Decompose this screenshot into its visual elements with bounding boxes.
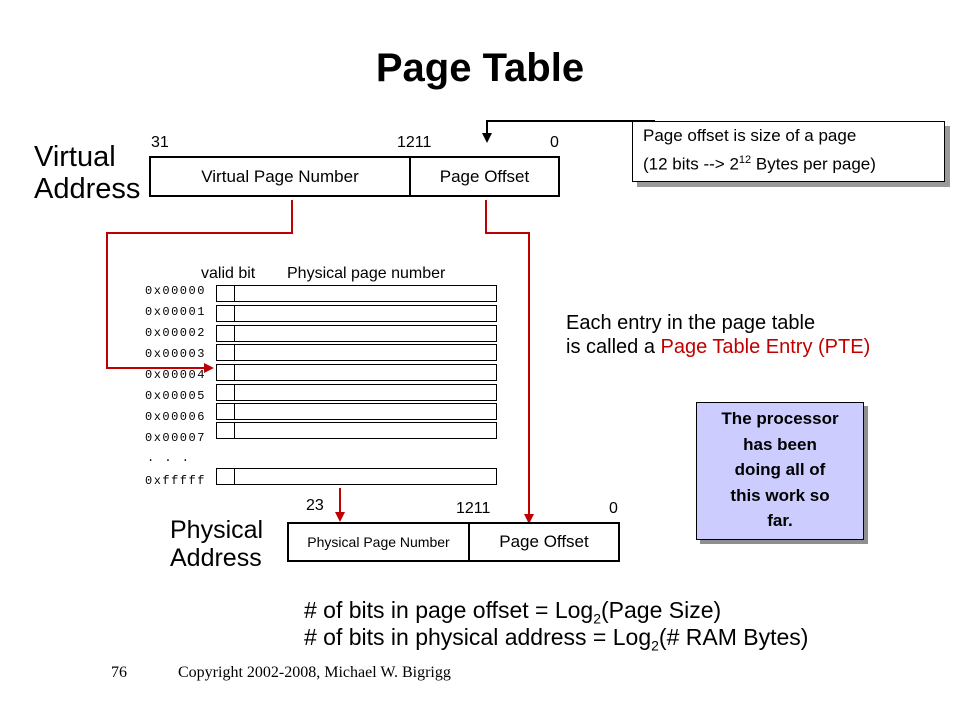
- formula1-prefix: # of bits in page offset = Log: [304, 597, 594, 623]
- slide-number: 76: [111, 664, 127, 681]
- pt-last-row-label: 0xfffff: [145, 474, 206, 488]
- pt-row-4-label: 0x00004: [145, 368, 206, 382]
- callout-line2-suffix: Bytes per page): [751, 154, 876, 174]
- formula2-suffix: (# RAM Bytes): [658, 624, 809, 650]
- pte-note-line2: is called a Page Table Entry (PTE): [566, 335, 870, 359]
- pt-row-0: [216, 285, 497, 302]
- pa-offset-field: Page Offset: [468, 522, 620, 562]
- physical-label-line2: Address: [170, 544, 262, 572]
- va-bit-31: 31: [151, 134, 169, 151]
- pte-note: Each entry in the page table is called a…: [566, 311, 870, 359]
- callout-line2-prefix: (12 bits --> 2: [643, 154, 739, 174]
- processor-line5: far.: [767, 511, 793, 530]
- pt-ellipsis: . . .: [147, 451, 191, 465]
- valid-bit-cell: [217, 365, 235, 380]
- processor-line1: The processor: [721, 409, 839, 428]
- valid-bit-cell: [217, 286, 235, 301]
- formula1-subscript: 2: [593, 610, 602, 627]
- page-title: Page Table: [375, 46, 585, 90]
- physical-label-line1: Physical: [170, 516, 264, 544]
- pa-bit-23: 23: [306, 497, 324, 514]
- virtual-label-line2: Address: [34, 173, 141, 205]
- pt-row-5-label: 0x00005: [145, 389, 206, 403]
- pt-row-7: [216, 422, 497, 439]
- processor-note-box: The processor has been doing all of this…: [696, 402, 864, 540]
- pte-note-prefix: is called a: [566, 336, 661, 358]
- pt-row-7-label: 0x00007: [145, 431, 206, 445]
- formula1-suffix: (Page Size): [601, 597, 722, 623]
- valid-bit-cell: [217, 345, 235, 360]
- pt-row-6: [216, 403, 497, 420]
- valid-bit-cell: [217, 385, 235, 400]
- va-offset-field: Page Offset: [409, 156, 560, 197]
- copyright: Copyright 2002-2008, Michael W. Bigrigg: [178, 664, 451, 681]
- valid-bit-cell: [217, 469, 235, 484]
- vpn-index-arrow: [106, 200, 293, 373]
- callout-exponent: 12: [738, 154, 752, 166]
- va-bit-12-11: 1211: [397, 134, 432, 151]
- formula2-prefix: # of bits in physical address = Log: [304, 624, 652, 650]
- pt-row-2-label: 0x00002: [145, 326, 206, 340]
- pte-term: Page Table Entry (PTE): [660, 336, 871, 358]
- pa-ppn-field: Physical Page Number: [287, 522, 470, 562]
- page-offset-callout: Page offset is size of a page (12 bits -…: [632, 121, 945, 182]
- pt-row-0-label: 0x00000: [145, 284, 206, 298]
- pa-bit-0: 0: [609, 500, 618, 517]
- pt-row-6-label: 0x00006: [145, 410, 206, 424]
- pt-last-row: [216, 468, 497, 485]
- pte-note-line1: Each entry in the page table: [566, 312, 816, 334]
- valid-bit-cell: [217, 326, 235, 341]
- va-bit-0: 0: [550, 134, 559, 151]
- formula2-subscript: 2: [651, 637, 659, 654]
- ppn-header: Physical page number: [287, 265, 446, 282]
- virtual-address-label: Virtual Address: [34, 141, 140, 205]
- pt-row-3: [216, 344, 497, 361]
- pa-bit-12-11: 1211: [456, 500, 491, 517]
- formula-page-offset: # of bits in page offset = Log2(Page Siz…: [304, 597, 721, 632]
- callout-pointer-arrow: [482, 120, 655, 143]
- valid-bit-cell: [217, 306, 235, 321]
- processor-line2: has been: [743, 434, 817, 454]
- pt-row-1: [216, 305, 497, 322]
- callout-line2: (12 bits --> 212 Bytes per page): [643, 148, 934, 177]
- processor-line4: this work so: [730, 485, 830, 505]
- pt-row-4: [216, 364, 497, 381]
- callout-line1: Page offset is size of a page: [643, 126, 857, 145]
- valid-bit-header: valid bit: [201, 265, 256, 282]
- physical-address-label: Physical Address: [170, 516, 263, 572]
- offset-copy-arrow: [485, 200, 534, 524]
- valid-bit-cell: [217, 423, 235, 438]
- pt-row-3-label: 0x00003: [145, 347, 206, 361]
- pt-row-1-label: 0x00001: [145, 305, 206, 319]
- valid-bit-cell: [217, 404, 235, 419]
- formula-physical-address: # of bits in physical address = Log2(# R…: [304, 624, 808, 659]
- va-vpn-field: Virtual Page Number: [149, 156, 411, 197]
- pt-row-2: [216, 325, 497, 342]
- pt-row-5: [216, 384, 497, 401]
- processor-line3: doing all of: [734, 460, 826, 479]
- virtual-label-line1: Virtual: [34, 141, 116, 173]
